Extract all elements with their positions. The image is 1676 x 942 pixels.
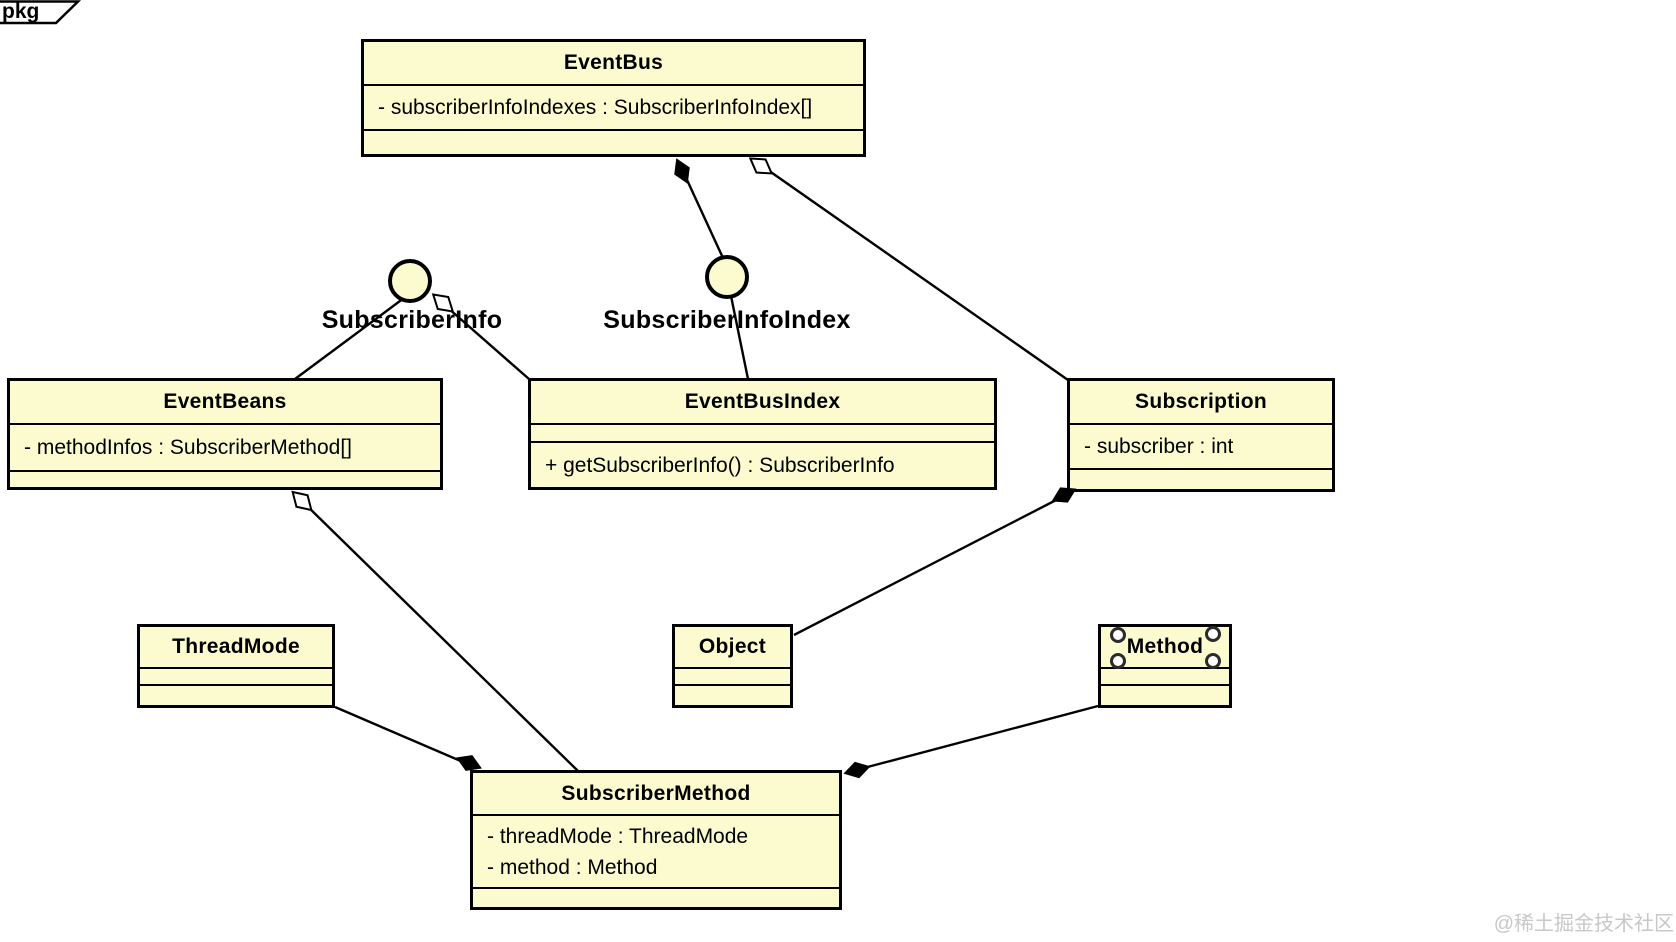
class-title: ThreadMode: [140, 627, 332, 669]
empty-attributes-compartment: [675, 669, 790, 686]
class-title: EventBeans: [10, 381, 440, 425]
class-subscribermethod[interactable]: SubscriberMethod - threadMode : ThreadMo…: [470, 770, 842, 910]
package-tab-label: pkg: [2, 0, 40, 23]
composition-diamond-subscription: [1051, 487, 1077, 503]
class-title: SubscriberMethod: [473, 773, 839, 816]
interface-lollipop-subscriberinfo[interactable]: [388, 259, 432, 303]
class-attribute: - methodInfos : SubscriberMethod[]: [24, 436, 352, 459]
class-title: EventBusIndex: [531, 381, 994, 425]
watermark-text: @稀土掘金技术社区: [1493, 913, 1674, 935]
anchor-handle[interactable]: [1205, 626, 1221, 642]
empty-attributes-compartment: [1101, 669, 1229, 686]
edge-subscription-object: [793, 495, 1063, 637]
class-object[interactable]: Object: [672, 624, 793, 708]
package-frame-tab: [0, 0, 82, 25]
composition-diamond-method: [843, 761, 871, 779]
edge-subscriberinfoindex-eventbusindex: [729, 295, 750, 380]
aggregation-diamond-subscriberinfo: [431, 293, 455, 313]
class-attribute: - subscriber : int: [1084, 435, 1234, 458]
aggregation-diamond-eventbus: [748, 157, 774, 175]
class-eventbus[interactable]: EventBus - subscriberInfoIndexes : Subsc…: [361, 39, 866, 157]
class-eventbeans[interactable]: EventBeans - methodInfos : SubscriberMet…: [7, 378, 443, 490]
edge-subscriberinfo-eventbusindex: [447, 307, 530, 380]
empty-attributes-compartment: [531, 425, 994, 443]
interface-lollipop-subscriberinfoindex[interactable]: [705, 255, 749, 299]
class-attribute: - method : Method: [487, 855, 658, 879]
composition-diamond-threadmode: [456, 755, 482, 771]
interface-label-subscriberinfo[interactable]: SubscriberInfo: [321, 306, 503, 334]
class-title: Method: [1101, 627, 1229, 669]
class-title: EventBus: [364, 42, 863, 86]
edge-eventbus-subscriberinfoindex: [680, 168, 725, 259]
class-subscription[interactable]: Subscription - subscriber : int: [1067, 378, 1335, 492]
anchor-handle[interactable]: [1110, 653, 1126, 669]
class-attribute: - threadMode : ThreadMode: [487, 824, 749, 848]
edge-method-subscribermethod: [859, 704, 1099, 771]
edge-threadmode-subscribermethod: [334, 705, 471, 767]
class-title: Subscription: [1070, 381, 1332, 425]
edge-subscriberinfo-eventbeans: [294, 297, 405, 380]
edge-eventbus-subscription: [754, 160, 1069, 381]
class-attribute: - subscriberInfoIndexes : SubscriberInfo…: [378, 96, 813, 119]
class-title: Object: [675, 627, 790, 669]
anchor-handle[interactable]: [1205, 653, 1221, 669]
composition-diamond-eventbus: [674, 158, 690, 184]
class-method: + getSubscriberInfo() : SubscriberInfo: [545, 453, 895, 477]
class-eventbusindex[interactable]: EventBusIndex + getSubscriberInfo() : Su…: [528, 378, 997, 490]
class-threadmode[interactable]: ThreadMode: [137, 624, 335, 708]
aggregation-diamond-eventbeans: [291, 490, 313, 512]
empty-attributes-compartment: [140, 669, 332, 686]
interface-label-subscriberinfoindex[interactable]: SubscriberInfoIndex: [603, 306, 851, 334]
anchor-handle[interactable]: [1110, 627, 1126, 643]
edge-eventbeans-subscribermethod: [301, 500, 579, 772]
